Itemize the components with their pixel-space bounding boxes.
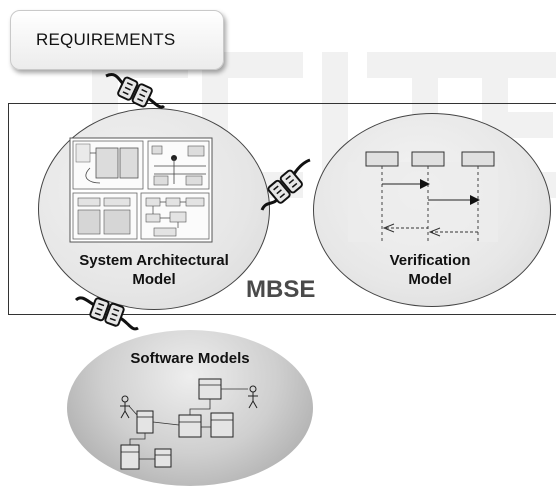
- connector-plug-icon: [260, 158, 311, 211]
- software-uml-thumbnail: [120, 378, 258, 470]
- verification-model-subtitle: Model: [408, 271, 452, 288]
- connector-plug-icon: [105, 73, 166, 109]
- architecture-diagram-thumbnail: [69, 137, 213, 243]
- system-architectural-model-title: System Architectural: [79, 252, 229, 269]
- connector-plug-icon: [74, 296, 139, 331]
- system-architectural-model-subtitle: Model: [132, 271, 176, 288]
- requirements-box: [10, 10, 224, 70]
- sequence-diagram-thumbnail: [348, 151, 498, 242]
- requirements-label: REQUIREMENTS: [36, 30, 176, 49]
- software-models-title: Software Models: [130, 350, 250, 367]
- verification-model-title: Verification: [389, 252, 471, 269]
- mbse-label: MBSE: [246, 276, 316, 303]
- mbse-frame: [8, 103, 556, 315]
- software-models-ellipse: [67, 330, 313, 486]
